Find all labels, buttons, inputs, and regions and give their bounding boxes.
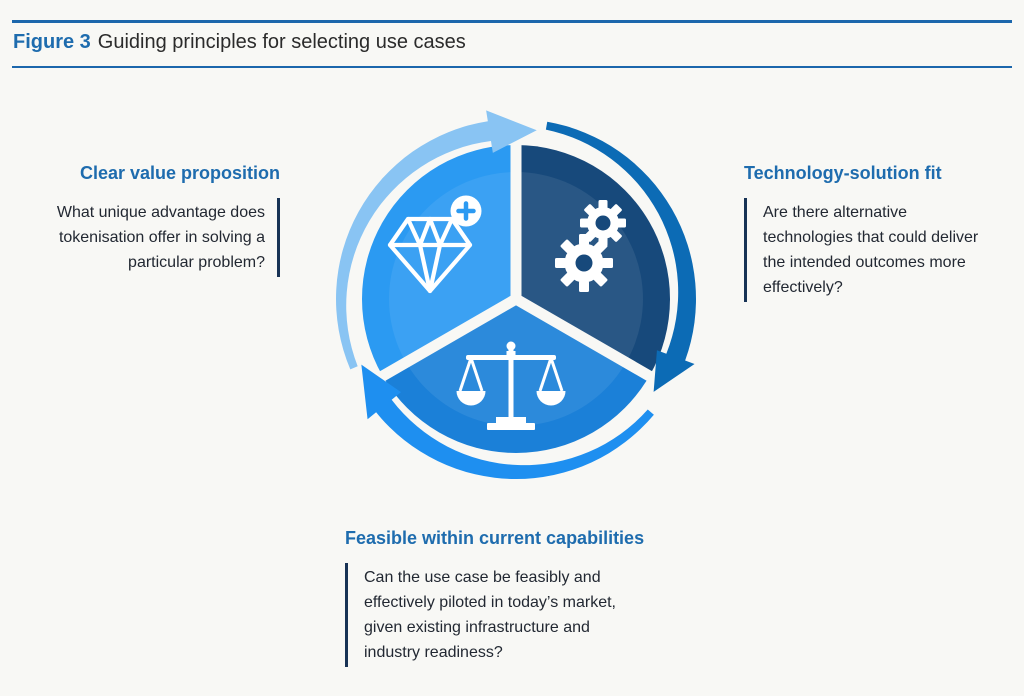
header-rule [12, 66, 1012, 68]
figure-header: Figure 3 Guiding principles for selecting… [13, 31, 466, 54]
figure-label: Figure 3 [13, 31, 91, 53]
principle-heading: Feasible within current capabilities [345, 528, 645, 548]
arrow-feasible [361, 364, 654, 480]
cycle-diagram [336, 110, 696, 480]
gears-icon [555, 200, 626, 292]
principle-technology-fit: Technology-solution fit Are there altern… [744, 162, 996, 302]
figure-title: Guiding principles for selecting use cas… [97, 31, 466, 53]
diamond-plus-icon [387, 195, 482, 294]
principle-body: Are there alternative technologies that … [744, 198, 983, 302]
top-rule [12, 20, 1012, 23]
gear-small [580, 200, 626, 246]
arrow-clear-value [336, 110, 537, 370]
principle-body: Can the use case be feasibly and effecti… [345, 563, 648, 667]
principle-clear-value: Clear value proposition What unique adva… [20, 162, 280, 277]
principle-heading: Clear value proposition [79, 163, 280, 183]
principle-heading: Technology-solution fit [744, 163, 942, 183]
plus-glyph [456, 201, 476, 221]
gear-large [555, 234, 613, 292]
segment-gaps [376, 141, 656, 383]
arrow-technology-fit [545, 121, 696, 392]
principle-body: What unique advantage does tokenisation … [20, 198, 280, 277]
balance-scale-icon [456, 341, 566, 430]
principle-feasible: Feasible within current capabilities Can… [345, 527, 685, 667]
